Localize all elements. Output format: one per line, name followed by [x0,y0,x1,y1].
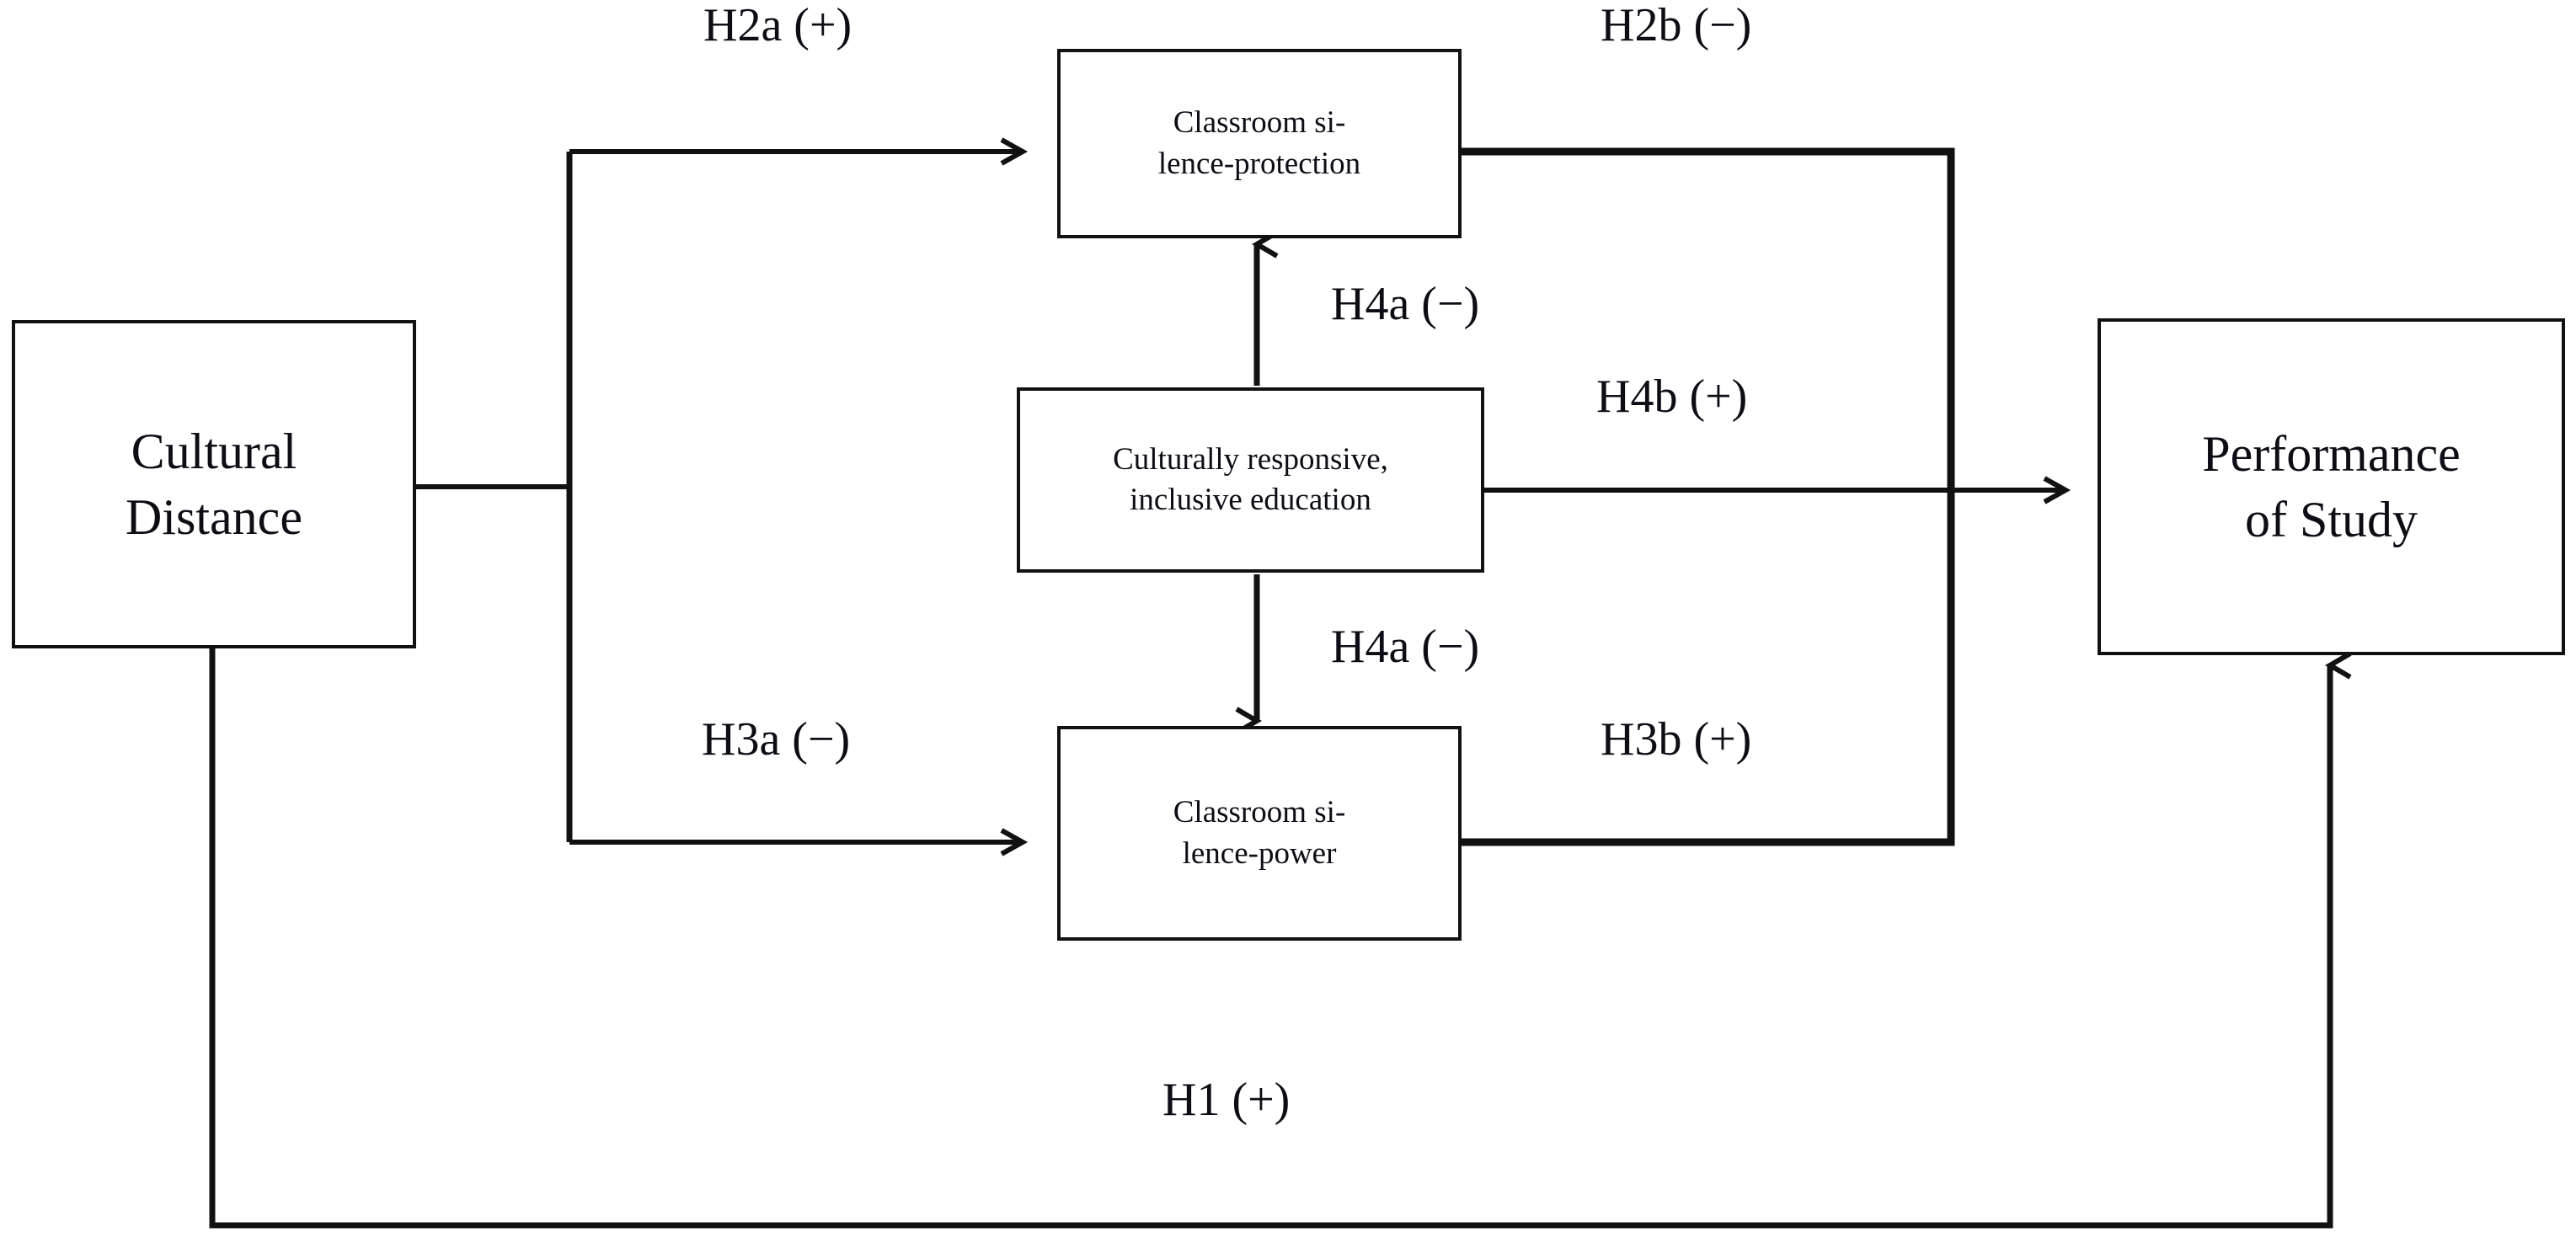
node-classroom-silence-power[interactable]: Classroom si- lence-power [1057,726,1462,941]
edge-label-h4b: H4b (+) [1596,371,1748,423]
node-cultural-distance-label: Cultural Distance [126,424,302,545]
edge-label-h3a: H3a (−) [702,713,851,766]
edge-h2b-path [1462,147,1955,490]
edge-label-h2b: H2b (−) [1601,0,1752,51]
edge-label-h2a: H2a (+) [703,0,852,51]
node-culturally-responsive-inclusive-education-label: Culturally responsive, inclusive educati… [1113,441,1388,517]
node-classroom-silence-protection[interactable]: Classroom si- lence-protection [1057,49,1462,238]
edge-label-h1: H1 (+) [1162,1074,1291,1126]
edge-h1-path [209,648,2352,1229]
edge-cultural-distance-bus [416,152,573,842]
node-classroom-silence-protection-label: Classroom si- lence-protection [1157,105,1361,181]
edge-h3b-path [1462,490,1955,846]
edge-label-h3b: H3b (+) [1601,713,1752,766]
node-classroom-silence-power-label: Classroom si- lence-power [1173,795,1346,871]
node-performance-of-study-label: Performance of Study [2202,426,2461,547]
edge-label-h4a-lower: H4a (−) [1331,621,1480,673]
edge-label-h4a-upper: H4a (−) [1331,278,1480,330]
node-culturally-responsive-inclusive-education[interactable]: Culturally responsive, inclusive educati… [1017,387,1484,573]
node-performance-of-study[interactable]: Performance of Study [2098,318,2565,655]
node-cultural-distance[interactable]: Cultural Distance [12,320,416,648]
